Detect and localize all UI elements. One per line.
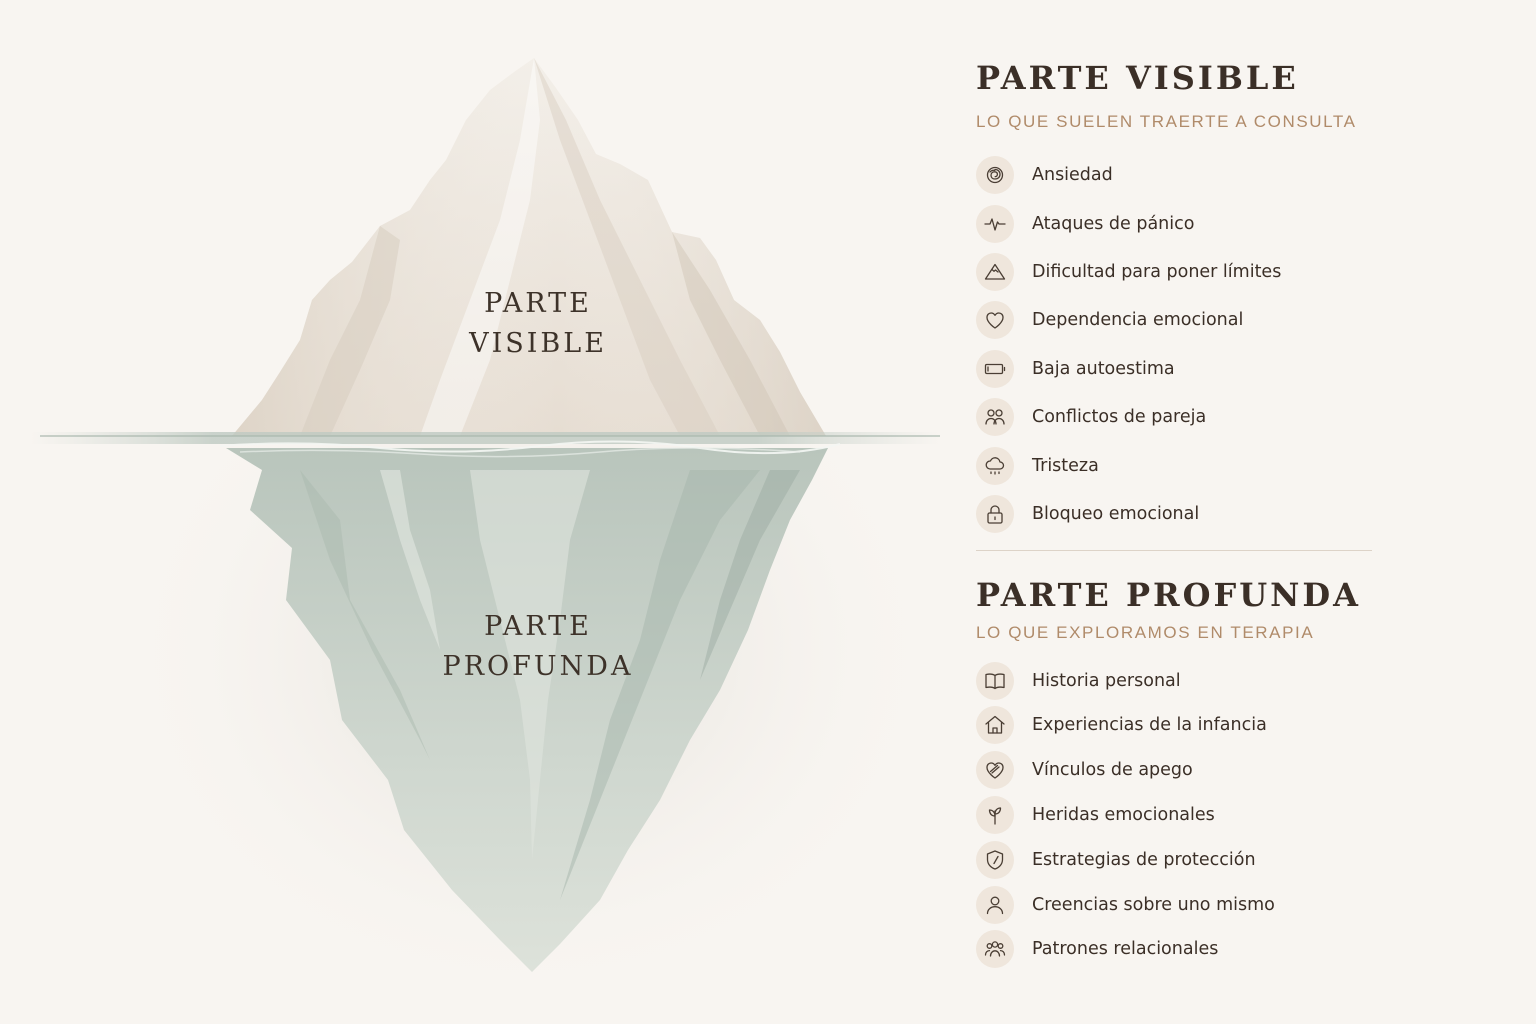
list-item: Historia personal (976, 658, 1372, 703)
list-item: Patrones relacionales (976, 927, 1372, 972)
deep-section-title: PARTE PROFUNDA (976, 576, 1361, 615)
couple-icon (976, 398, 1014, 437)
deep-part-label-line-2: PROFUNDA (442, 651, 634, 682)
heartbeat-icon (976, 204, 1014, 243)
bandaged-heart-icon (976, 751, 1014, 790)
padlock-icon (976, 494, 1014, 533)
sprout-icon (976, 795, 1014, 834)
legend-panel: PARTE VISIBLE LO QUE SUELEN TRAERTE A CO… (976, 56, 1372, 972)
list-item: Bloqueo emocional (976, 490, 1372, 538)
item-label: Ataques de pánico (1032, 213, 1195, 234)
item-label: Conflictos de pareja (1032, 407, 1207, 428)
house-icon (976, 706, 1014, 745)
item-label: Patrones relacionales (1032, 939, 1219, 960)
mountain-icon (976, 252, 1014, 291)
visible-section-subtitle: LO QUE SUELEN TRAERTE A CONSULTA (976, 112, 1357, 131)
list-item: Conflictos de pareja (976, 393, 1372, 441)
item-label: Tristeza (1032, 455, 1099, 476)
visible-part-label-line-2: VISIBLE (469, 328, 607, 359)
item-label: Dificultad para poner límites (1032, 261, 1282, 282)
item-label: Baja autoestima (1032, 358, 1175, 379)
item-label: Creencias sobre uno mismo (1032, 894, 1275, 915)
item-label: Experiencias de la infancia (1032, 715, 1267, 736)
low-battery-icon (976, 349, 1014, 388)
visible-section-title: PARTE VISIBLE (976, 59, 1299, 97)
deep-part-label-line-1: PARTE (484, 611, 592, 642)
item-label: Estrategias de protección (1032, 849, 1256, 870)
heart-icon (976, 301, 1014, 340)
item-label: Vínculos de apego (1032, 760, 1193, 781)
item-label: Bloqueo emocional (1032, 503, 1200, 524)
visible-part-label: PARTE VISIBLE (380, 284, 696, 364)
item-label: Dependencia emocional (1032, 310, 1244, 331)
iceberg-diagram: PARTE VISIBLE PARTE PROFUNDA (30, 58, 950, 1010)
deep-list: Historia personal Experiencias de la inf… (976, 658, 1372, 972)
shield-icon (976, 840, 1014, 879)
list-item: Dificultad para poner límites (976, 248, 1372, 296)
deep-section-subtitle: LO QUE EXPLORAMOS EN TERAPIA (976, 623, 1315, 643)
visible-list: Ansiedad Ataques de pánico Dificultad pa… (976, 151, 1372, 538)
iceberg-illustration (30, 58, 950, 1010)
list-item: Ataques de pánico (976, 199, 1372, 247)
item-label: Ansiedad (1032, 165, 1113, 186)
item-label: Historia personal (1032, 670, 1181, 691)
list-item: Vínculos de apego (976, 748, 1372, 793)
group-icon (976, 930, 1014, 969)
rain-cloud-icon (976, 446, 1014, 485)
item-label: Heridas emocionales (1032, 804, 1215, 825)
list-item: Experiencias de la infancia (976, 703, 1372, 748)
open-book-icon (976, 661, 1014, 700)
spiral-knot-icon (976, 156, 1014, 195)
list-item: Estrategias de protección (976, 837, 1372, 882)
visible-part-label-line-1: PARTE (484, 288, 592, 319)
list-item: Creencias sobre uno mismo (976, 882, 1372, 927)
section-divider (976, 550, 1372, 552)
list-item: Ansiedad (976, 151, 1372, 199)
list-item: Dependencia emocional (976, 296, 1372, 344)
deep-part-label: PARTE PROFUNDA (380, 607, 696, 687)
list-item: Tristeza (976, 441, 1372, 489)
list-item: Baja autoestima (976, 345, 1372, 393)
person-icon (976, 885, 1014, 924)
list-item: Heridas emocionales (976, 793, 1372, 838)
